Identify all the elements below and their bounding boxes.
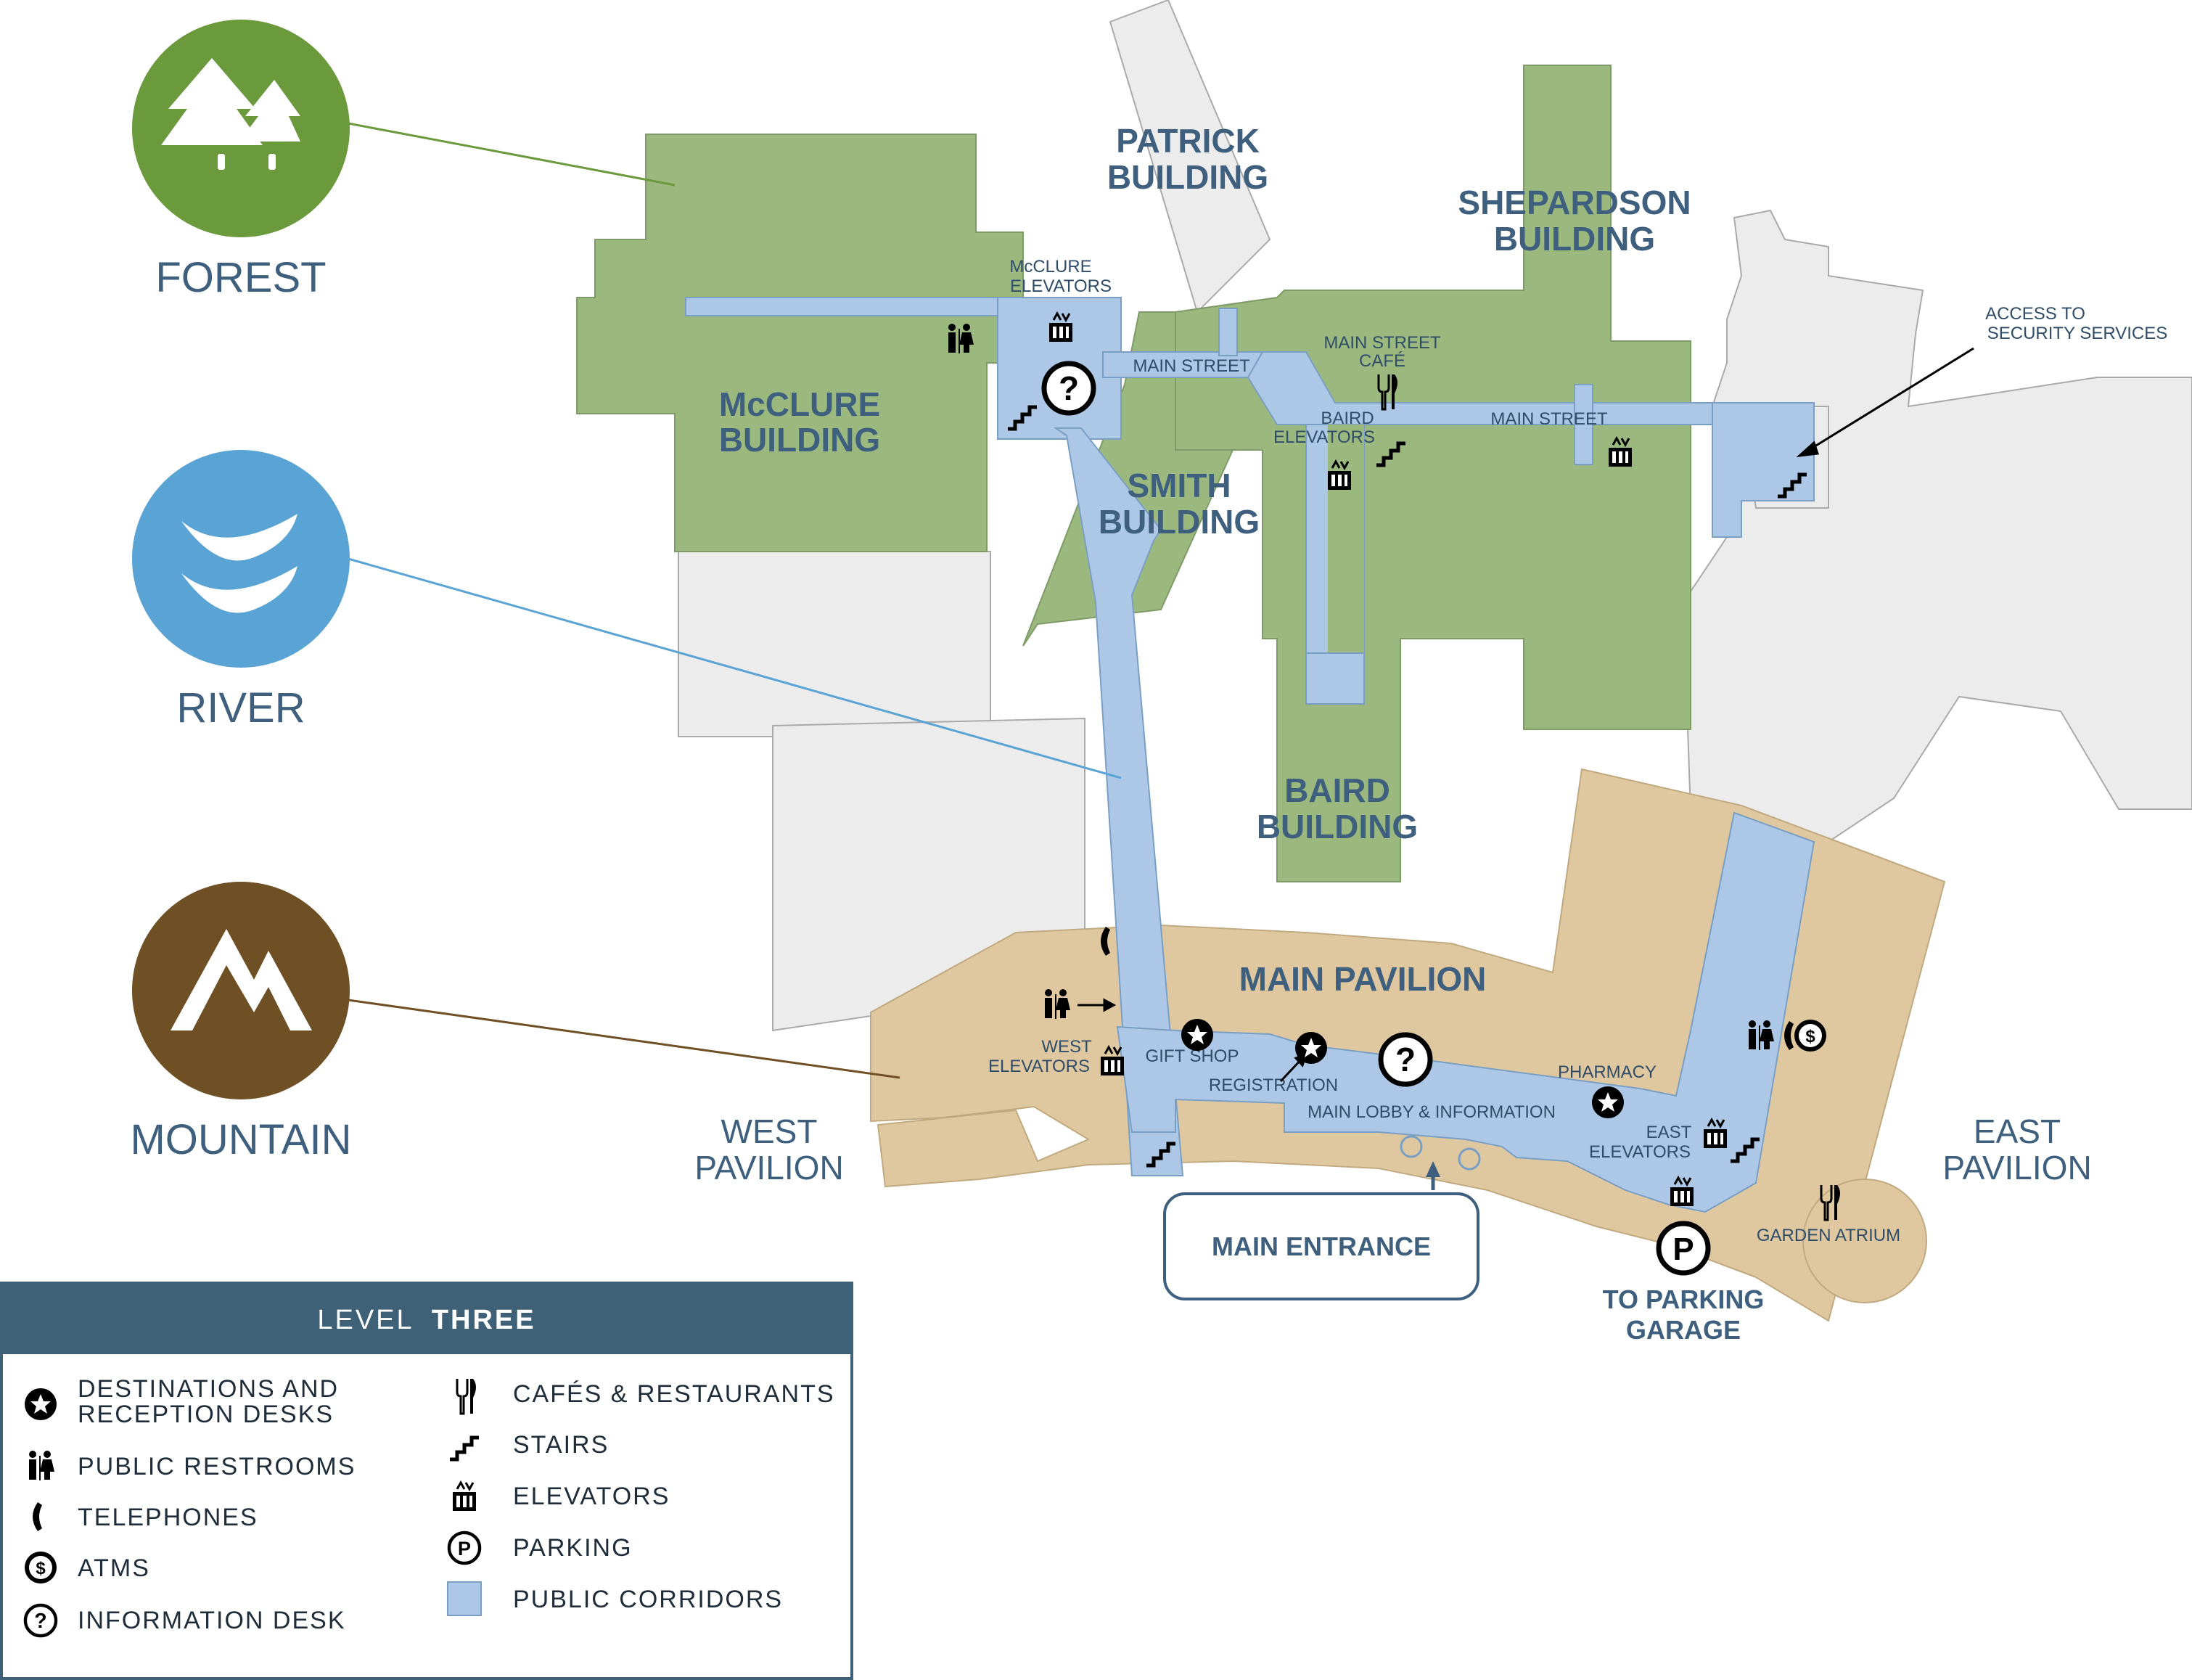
label-mcclure-2: BUILDING <box>719 421 880 459</box>
information-icon <box>1381 1035 1430 1084</box>
label-garden-atrium: GARDEN ATRIUM <box>1757 1226 1900 1245</box>
label-to-parking-1: TO PARKING <box>1603 1284 1765 1314</box>
label-shepardson-1: SHEPARDSON <box>1458 184 1691 221</box>
legend-label-stairs: STAIRS <box>513 1431 609 1459</box>
label-shepardson-2: BUILDING <box>1494 220 1655 258</box>
mountain-connector <box>348 999 900 1079</box>
label-smith-1: SMITH <box>1127 467 1231 504</box>
label-east-pavilion-1: EAST <box>1974 1113 2061 1150</box>
legend-label-restrooms: PUBLIC RESTROOMS <box>78 1453 356 1480</box>
central-green-shape <box>1175 65 1691 882</box>
zone-label-forest: FOREST <box>155 254 326 301</box>
label-baird-1: BAIRD <box>1284 771 1390 809</box>
legend-label-cafes: CAFÉS & RESTAURANTS <box>513 1380 835 1408</box>
label-mcclure-1: McCLURE <box>719 385 880 423</box>
atm-icon <box>1794 1020 1826 1052</box>
legend-information-icon <box>25 1605 56 1636</box>
label-main-street-2: MAIN STREET <box>1490 409 1608 429</box>
legend-label-atms: ATMS <box>78 1554 150 1582</box>
label-mcclure-elevators-1: McCLURE <box>1009 257 1091 276</box>
label-main-street-cafe-1: MAIN STREET <box>1323 333 1441 353</box>
label-registration: REGISTRATION <box>1209 1075 1338 1095</box>
label-main-street-1: MAIN STREET <box>1133 356 1250 376</box>
zone-label-river: RIVER <box>176 684 305 732</box>
label-west-elevators-2: ELEVATORS <box>988 1057 1090 1076</box>
legend-title: LEVEL THREE <box>317 1305 535 1335</box>
legend-label-corridors: PUBLIC CORRIDORS <box>513 1586 783 1613</box>
legend-label-telephones: TELEPHONES <box>78 1504 258 1531</box>
label-baird-elevators-1: BAIRD <box>1321 409 1374 428</box>
star-icon <box>1592 1086 1624 1118</box>
entrance-doors <box>1400 1135 1481 1171</box>
legend: LEVEL THREE DESTINATIONS AND RECEPTION D… <box>0 1282 853 1680</box>
label-west-pavilion-2: PAVILION <box>694 1149 843 1187</box>
label-access-security-2: SECURITY SERVICES <box>1987 324 2168 343</box>
public-corridors <box>685 297 1815 1213</box>
label-main-pavilion: MAIN PAVILION <box>1239 960 1487 998</box>
legend-corridor-swatch <box>447 1581 482 1616</box>
main-entrance-callout: MAIN ENTRANCE <box>1163 1161 1479 1300</box>
legend-label-info-desk: INFORMATION DESK <box>78 1607 346 1634</box>
mountains-icon <box>171 929 312 1030</box>
legend-title-bold: THREE <box>432 1305 536 1335</box>
label-mcclure-elevators-2: ELEVATORS <box>1010 276 1112 296</box>
parking-icon <box>1659 1224 1708 1273</box>
legend-label-destinations-1: DESTINATIONS AND <box>78 1375 339 1403</box>
legend-label-destinations-2: RECEPTION DESKS <box>78 1401 334 1428</box>
zone-label-mountain: MOUNTAIN <box>130 1116 351 1163</box>
legend-label-parking: PARKING <box>513 1534 633 1562</box>
information-icon <box>1044 364 1093 413</box>
mountain-zone: MOUNTAIN <box>130 882 352 1163</box>
label-pharmacy: PHARMACY <box>1558 1062 1657 1082</box>
legend-star-icon <box>25 1388 57 1420</box>
star-icon <box>1295 1032 1327 1064</box>
legend-atm-icon <box>25 1552 57 1583</box>
garden-atrium-shape <box>1802 1179 1927 1303</box>
label-baird-2: BUILDING <box>1257 808 1418 845</box>
river-zone: RIVER <box>132 450 350 732</box>
label-baird-elevators-2: ELEVATORS <box>1273 427 1375 447</box>
label-to-parking-2: GARAGE <box>1626 1315 1741 1345</box>
label-east-pavilion-2: PAVILION <box>1942 1149 2091 1187</box>
forest-buildings <box>576 65 1691 882</box>
label-west-elevators-1: WEST <box>1041 1037 1092 1057</box>
trees-icon <box>161 58 300 170</box>
forest-zone: FOREST <box>132 20 350 301</box>
label-main-entrance: MAIN ENTRANCE <box>1212 1232 1431 1261</box>
label-access-security-1: ACCESS TO <box>1985 304 2085 324</box>
label-patrick-1: PATRICK <box>1116 122 1260 160</box>
label-smith-2: BUILDING <box>1099 503 1260 541</box>
label-west-pavilion-1: WEST <box>721 1113 818 1150</box>
forest-connector <box>348 122 676 187</box>
legend-parking-icon <box>449 1533 480 1563</box>
label-east-elevators-1: EAST <box>1646 1123 1692 1142</box>
legend-label-elevators: ELEVATORS <box>513 1483 670 1510</box>
mcclure-building-shape <box>576 134 1024 552</box>
legend-title-prefix: LEVEL <box>317 1305 413 1335</box>
river-connector <box>348 557 1122 779</box>
label-main-street-cafe-2: CAFÉ <box>1359 351 1405 371</box>
waves-icon <box>181 514 297 613</box>
label-patrick-2: BUILDING <box>1107 158 1268 196</box>
label-main-lobby: MAIN LOBBY & INFORMATION <box>1308 1102 1556 1122</box>
star-icon <box>1181 1019 1213 1051</box>
label-east-elevators-2: ELEVATORS <box>1589 1142 1691 1162</box>
